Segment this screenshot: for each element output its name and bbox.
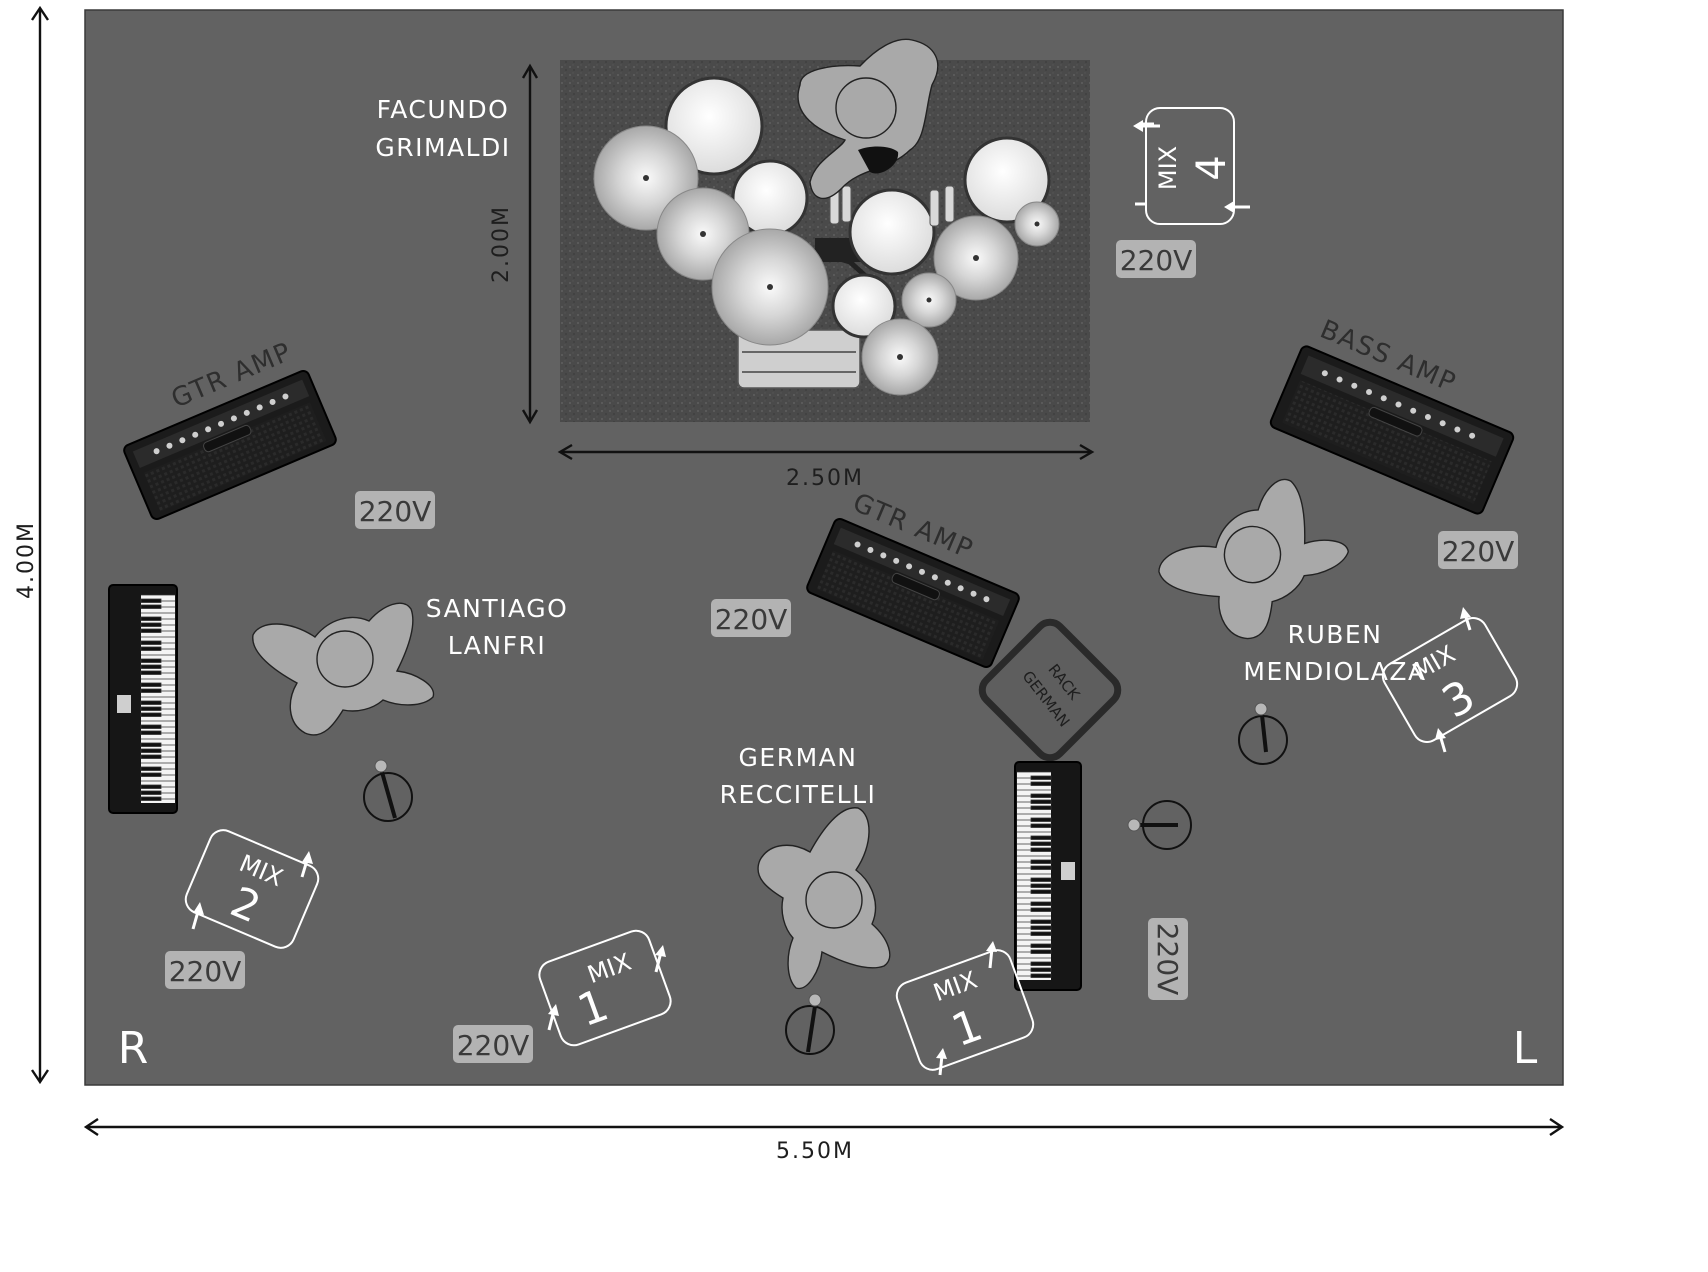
- wedge-arrow: [1435, 607, 1472, 753]
- musician-name-german-line1: GERMAN: [739, 743, 858, 772]
- power-outlet-label: 220V: [1148, 918, 1188, 1000]
- stage-width-arrow: [83, 1118, 1565, 1136]
- power-outlet-label: 220V: [355, 491, 435, 529]
- stage-depth-arrow: [31, 5, 49, 1085]
- wedge-arrow: [191, 851, 313, 930]
- wedge-monitor-icon: [895, 949, 1035, 1071]
- stage-width-label: 5.50M: [776, 1139, 854, 1164]
- bass-amp-icon: [1269, 345, 1515, 515]
- power-outlet-label: 220V: [711, 599, 791, 637]
- wedge-monitor-icon: [184, 829, 320, 949]
- mix-4-number: 4: [1189, 155, 1235, 180]
- rack-icon: [978, 618, 1122, 762]
- microphone-icon: [1127, 800, 1192, 850]
- svg-text:220V: 220V: [359, 495, 432, 528]
- musician-name-santiago-line2: LANFRI: [448, 631, 546, 660]
- svg-text:220V: 220V: [457, 1029, 530, 1062]
- power-outlet-label: 220V: [165, 951, 245, 989]
- mix-4-word: MIX: [1154, 146, 1182, 190]
- wedge-monitor-icon: [538, 929, 672, 1047]
- svg-text:220V: 220V: [1120, 244, 1193, 277]
- svg-text:220V: 220V: [1442, 535, 1515, 568]
- microphone-icon: [363, 759, 413, 822]
- drum-riser-depth-arrow: [521, 63, 539, 425]
- musician-name-german-line2: RECCITELLI: [720, 780, 877, 809]
- power-outlet-label: 220V: [1438, 531, 1518, 569]
- drum-riser-width-label: 2.50M: [786, 466, 864, 491]
- microphone-icon: [1238, 702, 1288, 765]
- wedge-arrow: [1133, 120, 1250, 213]
- drum-riser-depth-label: 2.00M: [489, 205, 514, 283]
- drummer-person-icon: [797, 38, 939, 200]
- drum-kit-icon: [593, 76, 1060, 396]
- keyboard-icon: [1014, 761, 1082, 991]
- musician-name-ruben-line2: MENDIOLAZA: [1243, 657, 1426, 686]
- wedge-arrow: [936, 941, 997, 1076]
- musician-name-ruben-line1: RUBEN: [1288, 620, 1383, 649]
- microphone-icon: [785, 993, 835, 1055]
- stage-side-right: R: [118, 1023, 149, 1074]
- svg-text:220V: 220V: [169, 955, 242, 988]
- wedge-monitor-icon: [1381, 617, 1519, 743]
- guitar-amp-icon: [123, 369, 337, 521]
- stage-depth-label: 4.00M: [14, 521, 39, 599]
- musician-name-facundo-line2: GRIMALDI: [375, 133, 510, 162]
- drum-riser-width-arrow: [557, 443, 1095, 461]
- guitar-amp-icon: [806, 517, 1020, 669]
- svg-text:220V: 220V: [715, 603, 788, 636]
- power-outlet-label: 220V: [453, 1025, 533, 1063]
- musician-name-facundo-line1: FACUNDO: [377, 95, 510, 124]
- musician-name-santiago-line1: SANTIAGO: [426, 594, 569, 623]
- svg-text:220V: 220V: [1151, 923, 1184, 996]
- keyboard-icon: [108, 584, 178, 814]
- power-outlet-label: 220V: [1116, 240, 1196, 278]
- wedge-arrow: [547, 945, 666, 1031]
- wedge-monitor-icon: [1135, 107, 1235, 225]
- stage-side-left: L: [1513, 1023, 1538, 1074]
